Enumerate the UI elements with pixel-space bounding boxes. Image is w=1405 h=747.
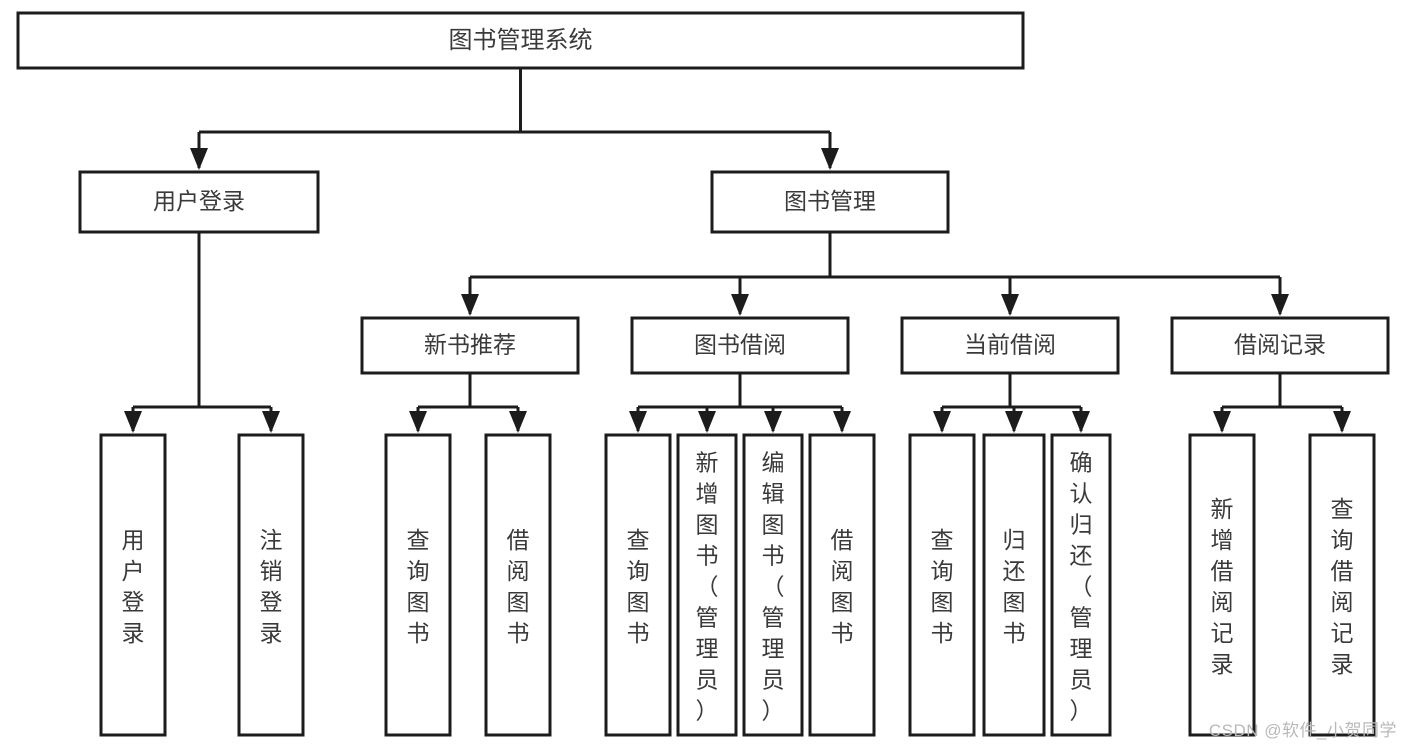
- arrow-head-icon: [409, 411, 427, 433]
- book-manage-box[interactable]: [710, 170, 950, 234]
- arrow-head-icon: [461, 294, 479, 316]
- current-borrow-node[interactable]: 当前借阅: [900, 316, 1120, 375]
- borrow-record-label: 借阅记录: [1234, 332, 1326, 358]
- leaf-add-borrow-rec-label: 新增借阅记录: [1211, 496, 1234, 677]
- leaf-borrow-book-2-label: 借阅图书: [831, 527, 854, 646]
- leaf-query-book-1-box[interactable]: [384, 433, 452, 737]
- current-borrow-box[interactable]: [900, 316, 1120, 375]
- arrow-head-icon: [190, 148, 208, 170]
- leaf-query-book-3-node[interactable]: 查询图书: [908, 433, 976, 737]
- leaf-borrow-book-2-box[interactable]: [808, 433, 876, 737]
- leaf-query-book-2-label: 查询图书: [627, 527, 650, 646]
- current-borrow-label: 当前借阅: [964, 332, 1056, 358]
- leaf-borrow-book-1-label: 借阅图书: [507, 527, 530, 646]
- arrow-head-icon: [1005, 411, 1023, 433]
- leaf-edit-book-admin-box[interactable]: [742, 433, 804, 737]
- book-manage-label: 图书管理: [784, 188, 876, 214]
- arrow-head-icon: [821, 148, 839, 170]
- user-login-label: 用户登录: [153, 188, 245, 214]
- arrow-head-icon: [731, 294, 749, 316]
- leaf-query-book-2-node[interactable]: 查询图书: [604, 433, 672, 737]
- arrow-head-icon: [1213, 411, 1231, 433]
- borrow-record-node[interactable]: 借阅记录: [1170, 316, 1390, 375]
- arrow-head-icon: [698, 411, 716, 433]
- arrow-head-icon: [764, 411, 782, 433]
- leaf-confirm-return-node[interactable]: 确认归还（管理员）: [1050, 433, 1112, 737]
- leaf-borrow-book-2-node[interactable]: 借阅图书: [808, 433, 876, 737]
- borrow-record-box[interactable]: [1170, 316, 1390, 375]
- arrow-head-icon: [1001, 294, 1019, 316]
- leaf-confirm-return-box[interactable]: [1050, 433, 1112, 737]
- leaf-add-borrow-rec-node[interactable]: 新增借阅记录: [1188, 433, 1256, 737]
- arrow-head-icon: [262, 411, 280, 433]
- arrow-head-icon: [124, 411, 142, 433]
- csdn-watermark: CSDN @软件_小贺同学: [1208, 721, 1397, 740]
- leaf-return-book-box[interactable]: [982, 433, 1046, 737]
- leaf-confirm-return-label: 确认归还（管理员）: [1070, 450, 1093, 724]
- leaf-query-book-2-box[interactable]: [604, 433, 672, 737]
- root-system-node[interactable]: 图书管理系统: [16, 11, 1025, 70]
- book-borrow-node[interactable]: 图书借阅: [630, 316, 850, 375]
- leaf-return-book-node[interactable]: 归还图书: [982, 433, 1046, 737]
- leaf-logout-login-label: 注销登录: [260, 527, 283, 646]
- leaf-add-book-admin-node[interactable]: 新增图书（管理员）: [676, 433, 738, 737]
- leaf-query-borrow-rec-node[interactable]: 查询借阅记录: [1308, 433, 1376, 737]
- user-login-box[interactable]: [78, 170, 320, 234]
- leaf-query-borrow-rec-label: 查询借阅记录: [1331, 496, 1354, 677]
- leaf-borrow-book-1-node[interactable]: 借阅图书: [484, 433, 552, 737]
- leaf-add-book-admin-label: 新增图书（管理员）: [696, 450, 719, 724]
- arrow-head-icon: [833, 411, 851, 433]
- leaf-borrow-book-1-box[interactable]: [484, 433, 552, 737]
- arrow-head-icon: [1072, 411, 1090, 433]
- leaf-logout-login-node[interactable]: 注销登录: [237, 433, 305, 737]
- leaf-edit-book-admin-node[interactable]: 编辑图书（管理员）: [742, 433, 804, 737]
- arrow-head-icon: [1333, 411, 1351, 433]
- leaf-query-book-3-label: 查询图书: [931, 527, 954, 646]
- leaf-logout-login-box[interactable]: [237, 433, 305, 737]
- leaf-add-book-admin-box[interactable]: [676, 433, 738, 737]
- leaf-add-borrow-rec-box[interactable]: [1188, 433, 1256, 737]
- book-borrow-label: 图书借阅: [694, 332, 786, 358]
- root-system-box[interactable]: [16, 11, 1025, 70]
- book-borrow-box[interactable]: [630, 316, 850, 375]
- arrow-head-icon: [629, 411, 647, 433]
- leaf-query-book-1-label: 查询图书: [407, 527, 430, 646]
- user-login-node[interactable]: 用户登录: [78, 170, 320, 234]
- arrow-head-icon: [933, 411, 951, 433]
- leaf-query-book-3-box[interactable]: [908, 433, 976, 737]
- leaf-user-login-label: 用户登录: [122, 527, 145, 646]
- arrow-head-icon: [509, 411, 527, 433]
- leaf-return-book-label: 归还图书: [1003, 527, 1026, 646]
- leaf-user-login-node[interactable]: 用户登录: [99, 433, 167, 737]
- leaf-query-book-1-node[interactable]: 查询图书: [384, 433, 452, 737]
- new-book-recommend-node[interactable]: 新书推荐: [360, 316, 580, 375]
- root-system-label: 图书管理系统: [449, 27, 593, 54]
- leaf-query-borrow-rec-box[interactable]: [1308, 433, 1376, 737]
- leaf-user-login-box[interactable]: [99, 433, 167, 737]
- book-manage-node[interactable]: 图书管理: [710, 170, 950, 234]
- arrow-head-icon: [1271, 294, 1289, 316]
- new-book-recommend-label: 新书推荐: [424, 332, 516, 358]
- new-book-recommend-box[interactable]: [360, 316, 580, 375]
- leaf-edit-book-admin-label: 编辑图书（管理员）: [762, 450, 785, 724]
